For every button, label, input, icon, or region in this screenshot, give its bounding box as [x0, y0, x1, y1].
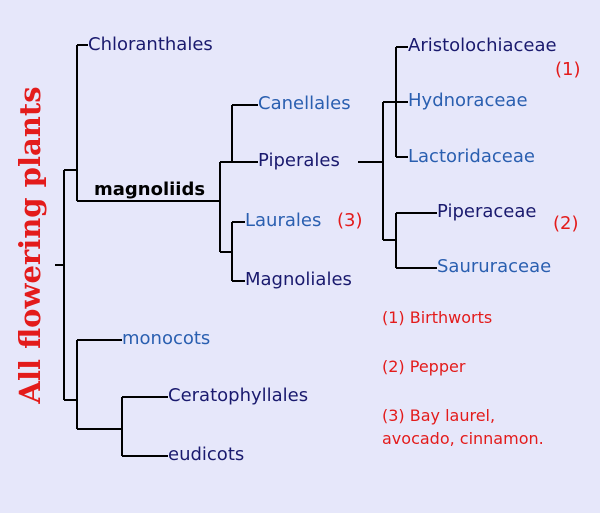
label-ceratophyllales: Ceratophyllales [168, 385, 309, 406]
label-piperales: Piperales [258, 150, 340, 171]
label-eudicots: eudicots [168, 444, 245, 465]
marker-2: (2) [553, 213, 579, 234]
label-magnoliales: Magnoliales [245, 269, 352, 290]
marker-3: (3) [337, 210, 363, 231]
label-lactoridaceae: Lactoridaceae [408, 146, 535, 167]
label-aristolochiaceae: Aristolochiaceae [408, 35, 557, 56]
note-laurel-line1: (3) Bay laurel, [382, 406, 496, 425]
label-canellales: Canellales [258, 93, 351, 114]
chart-title: All flowering plants [13, 86, 47, 404]
label-piperaceae: Piperaceae [437, 201, 537, 222]
label-monocots: monocots [122, 328, 211, 349]
note-laurel-line2: avocado, cinnamon. [382, 429, 544, 448]
label-laurales: Laurales [245, 210, 322, 231]
note-pepper: (2) Pepper [382, 357, 466, 376]
label-magnoliids: magnoliids [94, 179, 206, 200]
marker-1: (1) [555, 59, 581, 80]
label-hydnoraceae: Hydnoraceae [408, 90, 528, 111]
label-chloranthales: Chloranthales [88, 34, 213, 55]
note-birthworts: (1) Birthworts [382, 308, 493, 327]
label-saururaceae: Saururaceae [437, 256, 552, 277]
